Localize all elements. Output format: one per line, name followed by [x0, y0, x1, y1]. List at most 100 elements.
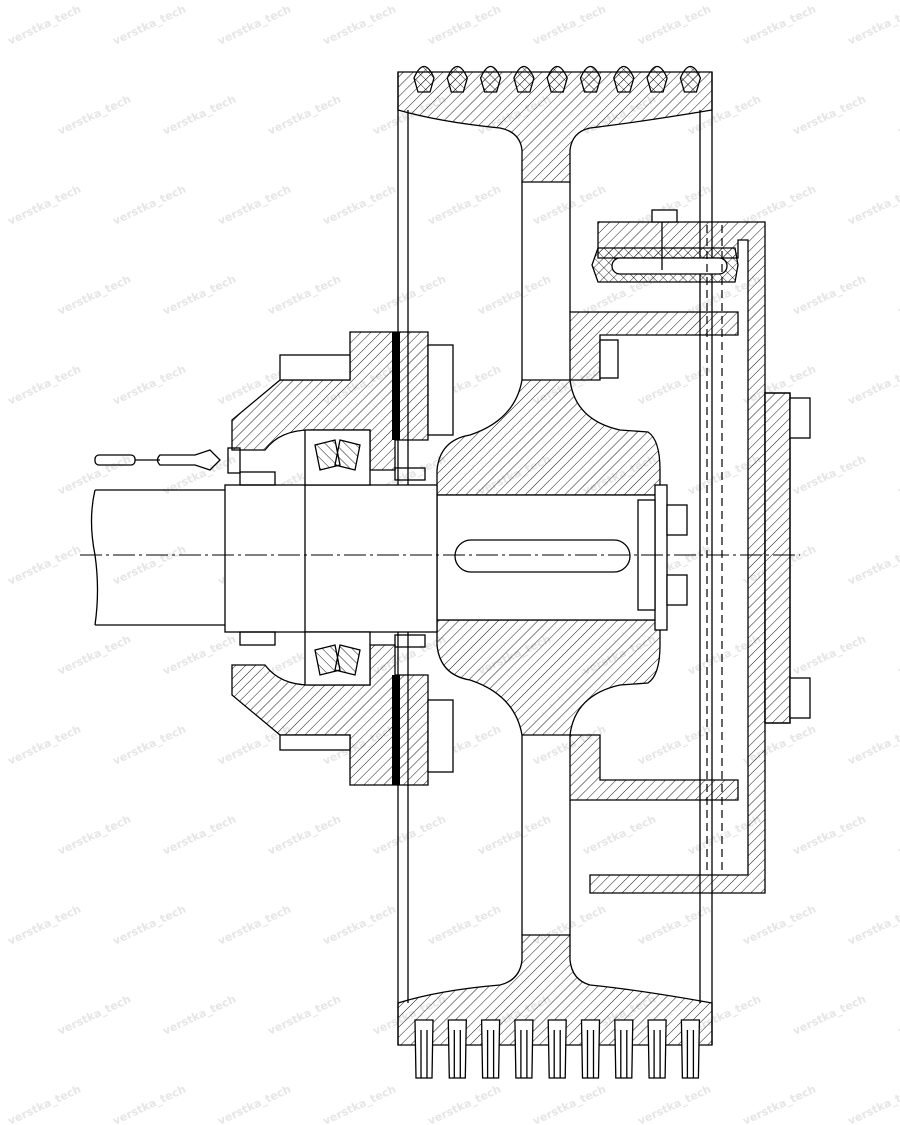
- watermark: verstka_tech: [216, 1082, 293, 1125]
- watermark: verstka_tech: [531, 2, 608, 47]
- pulley: [397, 65, 713, 1079]
- belt-tooth: [647, 1019, 667, 1079]
- watermark: verstka_tech: [216, 902, 293, 947]
- watermark: verstka_tech: [321, 1082, 398, 1125]
- watermark: verstka_tech: [56, 992, 133, 1037]
- belt-tooth: [679, 65, 702, 93]
- belt-tooth: [414, 1019, 434, 1079]
- watermark: verstka_tech: [111, 902, 188, 947]
- watermark: verstka_tech: [56, 92, 133, 137]
- watermark: verstka_tech: [846, 542, 900, 587]
- watermark: verstka_tech: [266, 992, 343, 1037]
- watermark: verstka_tech: [111, 362, 188, 407]
- watermark: verstka_tech: [426, 902, 503, 947]
- belt-tooth: [646, 65, 668, 93]
- watermark: verstka_tech: [846, 722, 900, 767]
- watermark: verstka_tech: [56, 632, 133, 677]
- watermark: verstka_tech: [216, 182, 293, 227]
- belt-tooth: [614, 1019, 634, 1079]
- belt-tooth: [680, 1019, 701, 1079]
- watermark: verstka_tech: [56, 272, 133, 317]
- watermark: verstka_tech: [161, 272, 238, 317]
- watermark: verstka_tech: [791, 812, 868, 857]
- watermark: verstka_tech: [846, 182, 900, 227]
- watermark: verstka_tech: [371, 812, 448, 857]
- watermark: verstka_tech: [636, 902, 713, 947]
- watermark: verstka_tech: [896, 92, 900, 137]
- watermark: verstka_tech: [846, 2, 900, 47]
- belt-tooth: [447, 1019, 467, 1079]
- watermark: verstka_tech: [111, 182, 188, 227]
- belt-tooth: [547, 1019, 567, 1079]
- grease-nipple: [94, 447, 241, 474]
- watermark: verstka_tech: [321, 902, 398, 947]
- watermark: verstka_tech: [161, 992, 238, 1037]
- watermark: verstka_tech: [111, 722, 188, 767]
- belt-tooth: [446, 65, 468, 93]
- bearing-housing: [231, 331, 454, 786]
- watermark: verstka_tech: [636, 362, 713, 407]
- watermark: verstka_tech: [161, 632, 238, 677]
- watermark: verstka_tech: [531, 1082, 608, 1125]
- watermark: verstka_tech: [321, 182, 398, 227]
- watermark: verstka_tech: [161, 92, 238, 137]
- cover-housing: [569, 209, 811, 894]
- belt-tooth: [613, 65, 635, 93]
- watermark: verstka_tech: [6, 542, 83, 587]
- watermark: verstka_tech: [846, 902, 900, 947]
- watermark: verstka_tech: [6, 182, 83, 227]
- watermark: verstka_tech: [161, 812, 238, 857]
- shaft: [90, 484, 438, 633]
- watermark: verstka_tech: [476, 272, 553, 317]
- watermark: verstka_tech: [636, 1082, 713, 1125]
- watermark: verstka_tech: [741, 902, 818, 947]
- watermark: verstka_tech: [426, 182, 503, 227]
- belt-tooth: [413, 65, 435, 93]
- belt-tooth: [579, 65, 602, 93]
- watermark: verstka_tech: [476, 812, 553, 857]
- belt-tooth: [546, 65, 568, 93]
- watermark: verstka_tech: [741, 2, 818, 47]
- watermark: verstka_tech: [371, 272, 448, 317]
- watermark: verstka_tech: [6, 2, 83, 47]
- watermark: verstka_tech: [791, 452, 868, 497]
- watermark: verstka_tech: [896, 272, 900, 317]
- watermark: verstka_tech: [896, 632, 900, 677]
- watermark: verstka_tech: [846, 362, 900, 407]
- watermark: verstka_tech: [896, 992, 900, 1037]
- watermark: verstka_tech: [321, 2, 398, 47]
- watermark: verstka_tech: [266, 92, 343, 137]
- watermark: verstka_tech: [791, 272, 868, 317]
- belt-tooth: [513, 65, 535, 93]
- watermark: verstka_tech: [216, 2, 293, 47]
- watermark: verstka_tech: [791, 992, 868, 1037]
- watermark: verstka_tech: [791, 92, 868, 137]
- watermark: verstka_tech: [6, 362, 83, 407]
- watermark: verstka_tech: [636, 2, 713, 47]
- watermark: verstka_tech: [741, 1082, 818, 1125]
- watermark: verstka_tech: [741, 182, 818, 227]
- watermark: verstka_tech: [636, 722, 713, 767]
- watermark: verstka_tech: [6, 902, 83, 947]
- belt-tooth: [480, 1019, 501, 1079]
- watermark: verstka_tech: [111, 1082, 188, 1125]
- belt-tooth: [479, 65, 502, 93]
- belt-tooth: [580, 1019, 601, 1079]
- watermark: verstka_tech: [791, 632, 868, 677]
- watermark: verstka_tech: [581, 812, 658, 857]
- watermark: verstka_tech: [846, 1082, 900, 1125]
- watermark: verstka_tech: [111, 542, 188, 587]
- watermark: verstka_tech: [6, 1082, 83, 1125]
- watermark: verstka_tech: [426, 2, 503, 47]
- watermark: verstka_tech: [6, 722, 83, 767]
- watermark: verstka_tech: [111, 2, 188, 47]
- watermark: verstka_tech: [896, 812, 900, 857]
- watermark: verstka_tech: [426, 1082, 503, 1125]
- watermark: verstka_tech: [896, 452, 900, 497]
- watermark: verstka_tech: [56, 812, 133, 857]
- watermark: verstka_tech: [266, 272, 343, 317]
- belt-tooth: [514, 1019, 534, 1079]
- watermark: verstka_tech: [266, 812, 343, 857]
